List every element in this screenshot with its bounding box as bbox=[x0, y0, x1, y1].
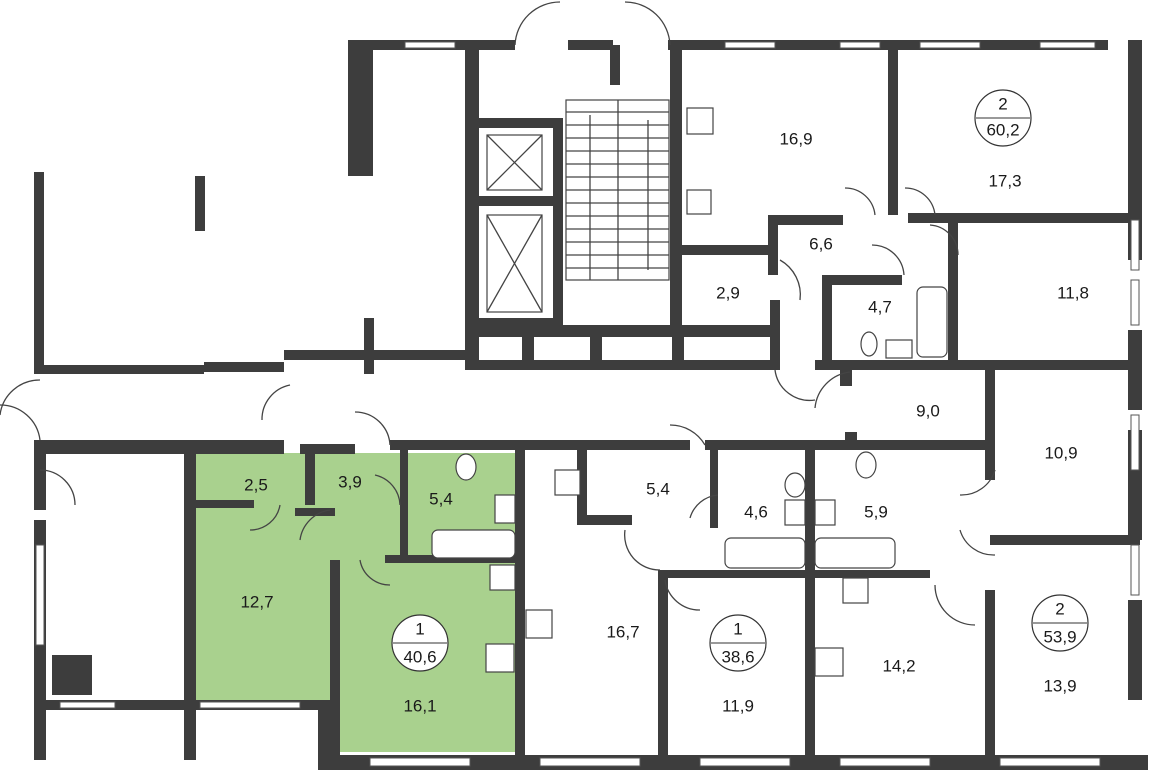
fixtures bbox=[431, 107, 948, 677]
apartment-area-label: 60,2 bbox=[986, 120, 1019, 139]
apartment-rooms-label: 1 bbox=[733, 619, 742, 638]
room-area-label: 5,4 bbox=[429, 489, 453, 508]
room-area-label: 5,9 bbox=[864, 502, 888, 521]
room-area-label: 17,3 bbox=[988, 171, 1021, 190]
doors bbox=[0, 1, 996, 626]
room-area-label: 2,5 bbox=[244, 475, 268, 494]
apartment-area-label: 38,6 bbox=[721, 647, 754, 666]
room-area-label: 3,9 bbox=[338, 472, 362, 491]
room-area-label: 9,0 bbox=[916, 401, 940, 420]
room-area-label: 14,2 bbox=[882, 656, 915, 675]
apartment-badge-a[interactable]: 1 40,6 bbox=[391, 614, 449, 672]
apartment-badge-b[interactable]: 1 38,6 bbox=[709, 614, 767, 672]
room-area-label: 16,1 bbox=[403, 696, 436, 715]
room-area-label: 13,9 bbox=[1043, 676, 1076, 695]
apartment-rooms-label: 2 bbox=[1055, 599, 1064, 618]
room-area-label: 12,7 bbox=[240, 592, 273, 611]
room-area-label: 5,4 bbox=[646, 479, 670, 498]
apartment-area-label: 53,9 bbox=[1043, 627, 1076, 646]
highlighted-apartment[interactable] bbox=[194, 453, 516, 752]
room-area-label: 2,9 bbox=[716, 283, 740, 302]
room-labels: 16,9 17,3 6,6 2,9 4,7 11,8 9,0 10,9 2,5 … bbox=[240, 129, 1088, 715]
staircase bbox=[565, 99, 670, 281]
room-area-label: 16,9 bbox=[779, 129, 812, 148]
room-area-label: 4,6 bbox=[744, 502, 768, 521]
room-area-label: 16,7 bbox=[606, 622, 639, 641]
apartment-rooms-label: 2 bbox=[998, 94, 1007, 113]
windows bbox=[35, 41, 1140, 767]
apartment-badge-d[interactable]: 2 60,2 bbox=[974, 89, 1032, 147]
elevator-icon bbox=[486, 134, 543, 313]
apartment-area-label: 40,6 bbox=[403, 647, 436, 666]
highlighted-apartment-fill bbox=[194, 453, 516, 752]
room-area-label: 4,7 bbox=[868, 297, 892, 316]
room-area-label: 6,6 bbox=[809, 234, 833, 253]
walls bbox=[34, 40, 1148, 770]
apartment-rooms-label: 1 bbox=[415, 619, 424, 638]
apartment-badge-c[interactable]: 2 53,9 bbox=[1031, 594, 1089, 652]
room-area-label: 11,9 bbox=[722, 696, 754, 715]
room-area-label: 11,8 bbox=[1057, 283, 1089, 302]
room-area-label: 10,9 bbox=[1044, 443, 1077, 462]
